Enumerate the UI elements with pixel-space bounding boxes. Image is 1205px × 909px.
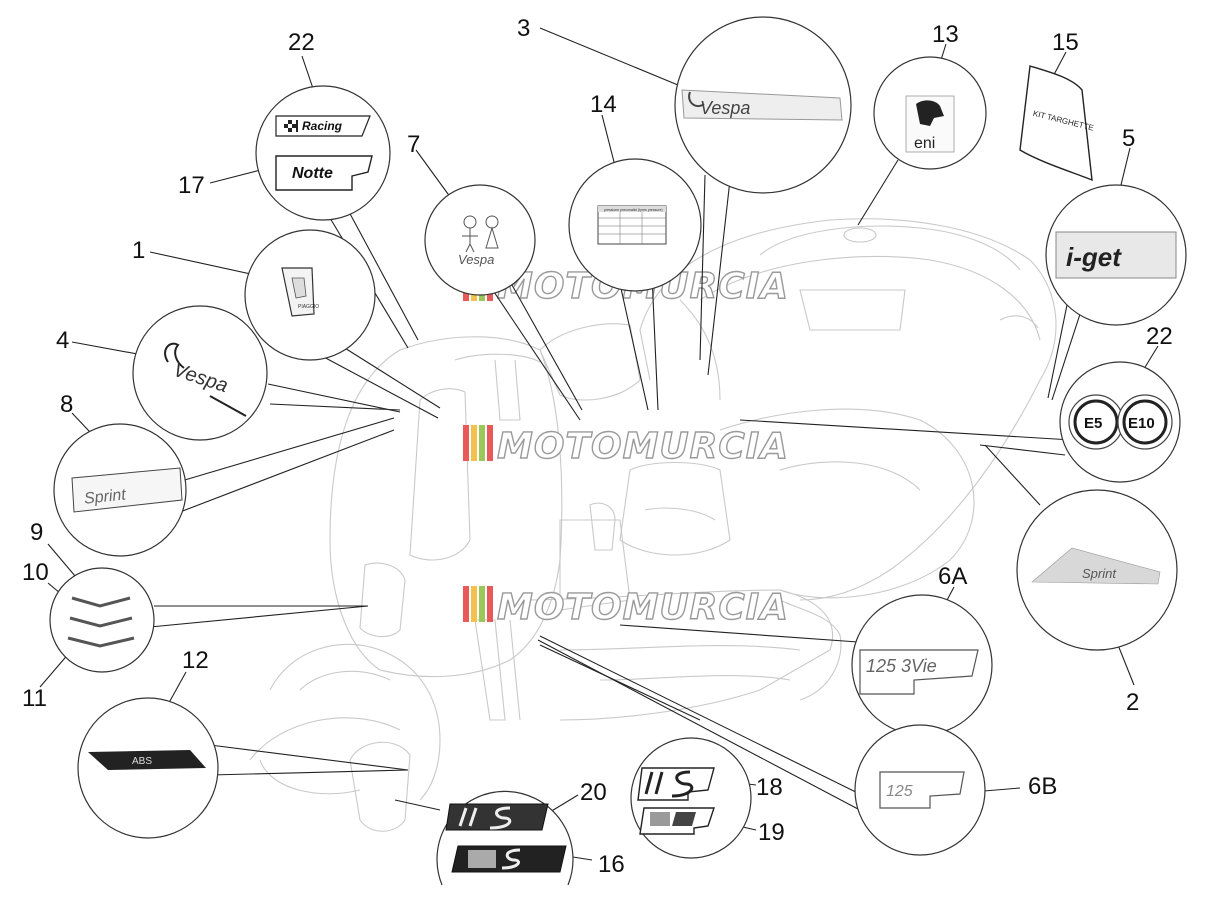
watermark-text: MOTOMURCIA <box>497 587 789 628</box>
svg-text:Sprint: Sprint <box>83 486 127 507</box>
circle-22-18 <box>255 85 391 221</box>
callout-16: 16 <box>598 851 625 878</box>
chevron-trims <box>67 596 135 648</box>
svg-text:eni: eni <box>914 135 935 152</box>
callout-22: 22 <box>288 29 315 56</box>
svg-text:E10: E10 <box>1128 415 1155 432</box>
watermark-group: MOTOMURCIA MOTOMURCIA MOTOMURCIA <box>463 265 789 629</box>
callout-10: 10 <box>22 559 49 586</box>
scooter-outline <box>249 218 1057 832</box>
vespa-kids-decal: Vespa <box>458 215 499 267</box>
callout-13: 13 <box>932 21 959 48</box>
iis-dark-decal-20 <box>445 803 549 831</box>
iis-badge-19 <box>639 807 715 835</box>
svg-text:125: 125 <box>886 783 913 800</box>
callout-11: 11 <box>22 685 47 712</box>
svg-text:Sprint: Sprint <box>1082 566 1117 581</box>
abs-decal: ABS <box>88 750 206 770</box>
callout-7: 7 <box>407 131 420 158</box>
callout-20: 20 <box>580 779 607 806</box>
vespa-side-decal: Vespa <box>681 89 843 121</box>
watermark-text: MOTOMURCIA <box>497 426 789 467</box>
svg-text:Vespa: Vespa <box>700 98 750 118</box>
callout-21: 22 <box>1146 323 1173 350</box>
watermark-3: MOTOMURCIA <box>463 586 789 629</box>
callout-15: 15 <box>1052 29 1079 56</box>
piaggio-badge: PIAGGIO <box>281 267 319 317</box>
watermark-2: MOTOMURCIA <box>463 425 789 468</box>
svg-text:i-get: i-get <box>1066 242 1122 272</box>
svg-text:Vespa: Vespa <box>458 252 494 267</box>
callout-numbers: 22 17 1 4 8 9 10 11 12 7 14 3 13 15 5 22… <box>22 15 1173 878</box>
svg-text:ABS: ABS <box>132 756 152 767</box>
callout-5: 5 <box>1122 125 1135 152</box>
svg-text:E5: E5 <box>1084 415 1102 432</box>
circle-4 <box>132 305 268 441</box>
callout-17: 18 <box>756 774 783 801</box>
svg-text:125 3Vie: 125 3Vie <box>866 656 937 676</box>
callout-14: 14 <box>590 91 617 118</box>
callout-9: 9 <box>30 519 43 546</box>
svg-text:PIAGGIO: PIAGGIO <box>298 304 319 310</box>
e5-e10-decal: E5 E10 <box>1068 394 1173 450</box>
notte-decal: Notte <box>275 155 373 191</box>
iis-outline-decal-17 <box>637 767 715 801</box>
svg-text:pressione pneumatici (tyres pr: pressione pneumatici (tyres pressure) <box>604 208 663 212</box>
kit-targhette-bag: KIT TARGHETTE <box>1019 65 1095 182</box>
callout-19: 19 <box>758 819 785 846</box>
circle-9-10-11 <box>49 567 155 673</box>
callout-1: 1 <box>132 237 145 264</box>
callout-8: 8 <box>60 391 73 418</box>
racing-decal: Racing <box>275 115 371 137</box>
svg-text:Notte: Notte <box>292 165 333 182</box>
callout-6A: 6A <box>938 563 967 590</box>
eni-decal: eni <box>905 95 955 153</box>
callout-4: 4 <box>56 327 69 354</box>
model-125-3vie-decal: 125 3Vie <box>859 649 979 695</box>
callout-12: 12 <box>182 647 209 674</box>
callout-18: 17 <box>178 172 205 199</box>
model-125-decal: 125 <box>879 771 965 809</box>
iget-decal: i-get <box>1055 231 1177 279</box>
callout-2: 2 <box>1126 689 1139 716</box>
circle-7 <box>424 184 536 296</box>
iis-decal-16 <box>451 845 567 873</box>
svg-text:Racing: Racing <box>302 119 343 133</box>
callout-6B: 6B <box>1028 773 1057 800</box>
callout-3: 3 <box>517 15 530 42</box>
tyre-pressure-label: pressione pneumatici (tyres pressure) <box>597 205 667 245</box>
sprint-decal-2: Sprint <box>1031 547 1161 585</box>
sprint-decal-8: Sprint <box>71 467 183 513</box>
